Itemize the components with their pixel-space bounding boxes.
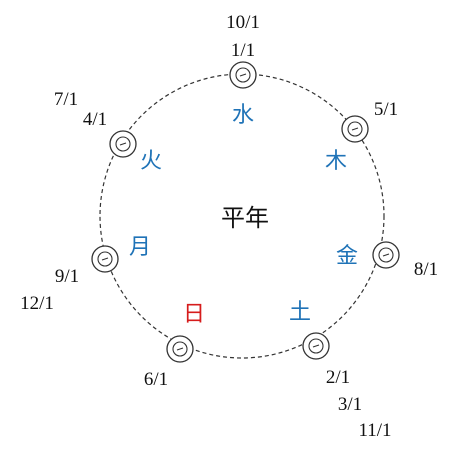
day-label-mon: 月 [129,235,151,260]
node-tick [119,142,127,146]
node-sat: 土 2/1 3/1 11/1 [289,300,392,441]
node-sun: 日 6/1 [144,302,205,390]
node-thu: 木 5/1 [325,99,398,174]
node-wed: 水 10/1 1/1 [226,12,260,128]
day-label-thu: 木 [325,149,347,174]
date-label: 2/1 [326,367,350,388]
node-inner-circle [97,251,113,267]
node-tick [382,253,390,257]
node-inner-circle [378,247,394,263]
node-inner-circle [347,121,363,137]
date-label: 12/1 [20,293,54,314]
node-fri: 金 8/1 [336,241,438,280]
node-inner-circle [115,136,131,152]
date-label: 4/1 [83,109,107,130]
day-label-wed: 水 [232,103,254,128]
node-mon: 月 9/1 12/1 [20,235,151,314]
date-label: 7/1 [54,89,78,110]
date-label: 1/1 [231,40,255,61]
date-label: 10/1 [226,12,260,33]
node-tick [351,127,359,131]
date-label: 11/1 [358,420,391,441]
day-label-sun: 日 [183,302,205,327]
day-label-fri: 金 [336,244,358,269]
date-label: 5/1 [374,99,398,120]
day-label-sat: 土 [289,300,311,325]
date-label: 3/1 [338,394,362,415]
date-label: 6/1 [144,369,168,390]
day-label-tue: 火 [140,149,162,174]
node-tue: 火 7/1 4/1 [54,89,162,174]
node-inner-circle [235,67,251,83]
center-label: 平年 [221,204,269,232]
node-tick [239,73,247,77]
date-label: 9/1 [55,266,79,287]
node-tick [312,344,320,348]
node-inner-circle [172,341,188,357]
date-label: 8/1 [414,259,438,280]
node-tick [101,257,109,261]
node-tick [176,347,184,351]
node-inner-circle [308,338,324,354]
